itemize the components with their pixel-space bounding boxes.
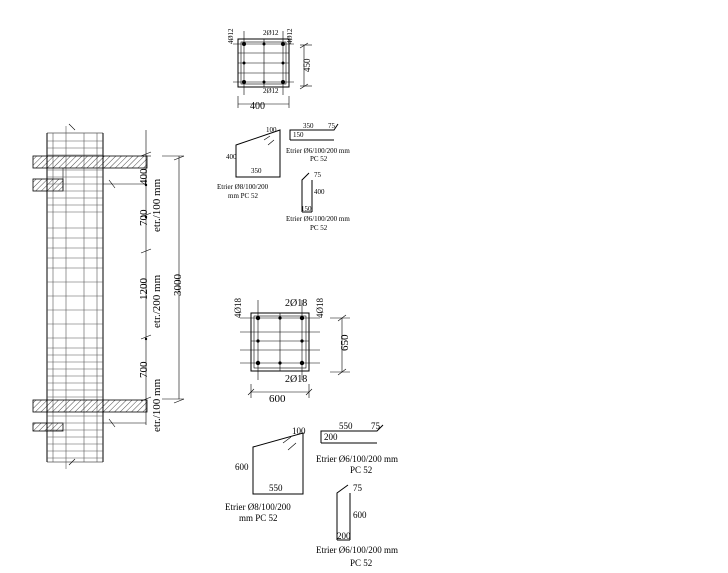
large-main-height: 600 (235, 462, 249, 472)
total-height-label: 3000 (172, 274, 184, 297)
large-main-caption-2: mm PC 52 (239, 513, 278, 523)
large-main-hook: 100 (292, 426, 306, 436)
large-side-left-label: 4Ø18 (233, 298, 243, 318)
large-horiz-caption-2: PC 52 (350, 465, 372, 475)
small-horiz-caption-1: Etrier Ø6/100/200 mm (286, 147, 350, 155)
small-height-dim: 450 (302, 58, 312, 72)
segment-label-1: 400 (138, 168, 150, 185)
large-vert-caption-2: PC 52 (350, 558, 372, 568)
large-horiz-caption-1: Etrier Ø6/100/200 mm (316, 454, 398, 464)
segment-label-3: 1200 (138, 278, 150, 301)
small-vert-hook: 75 (314, 171, 322, 179)
spacing-label-bottom: etr./100 mm (151, 378, 163, 432)
large-vert-hook: 75 (353, 483, 363, 493)
large-side-right-label: 4Ø18 (315, 298, 325, 318)
large-vert-caption-1: Etrier Ø6/100/200 mm (316, 545, 398, 555)
large-top-bars-label: 2Ø18 (285, 298, 307, 309)
beam-top (32, 155, 148, 192)
small-main-height: 400 (226, 153, 237, 161)
small-vert-caption-1: Etrier Ø6/100/200 mm (286, 215, 350, 223)
large-height-dim: 650 (339, 334, 351, 351)
small-vert-height: 400 (314, 188, 325, 196)
small-horiz-caption-2: PC 52 (310, 155, 328, 163)
section-large: 4Ø18 4Ø18 2Ø18 2Ø18 650 600 (233, 298, 351, 405)
small-vert-caption-2: PC 52 (310, 224, 328, 232)
small-top-bars-label: 2Ø12 (263, 29, 279, 37)
large-main-width: 550 (269, 483, 283, 493)
large-vert-height: 600 (353, 510, 367, 520)
small-side-right-label: 4Ø12 (286, 28, 294, 44)
small-horiz-width: 350 (303, 122, 314, 130)
large-main-caption-1: Etrier Ø8/100/200 (225, 502, 291, 512)
column-elevation (32, 123, 148, 469)
section-small: 4Ø12 4Ø12 2Ø12 2Ø12 450 400 (227, 28, 312, 112)
small-main-caption-2: mm PC 52 (228, 192, 258, 200)
spacing-label-mid: etr./200 mm (151, 274, 163, 328)
small-main-hook: 100 (266, 126, 277, 134)
beam-bottom (32, 399, 148, 432)
stirrups-large: 100 600 550 Etrier Ø8/100/200 mm PC 52 5… (225, 421, 398, 568)
small-horiz-hook: 75 (328, 122, 336, 130)
large-horiz-width: 550 (339, 421, 353, 431)
small-bottom-bars-label: 2Ø12 (263, 87, 279, 95)
column-stirrups (47, 140, 103, 459)
small-horiz-end: 150 (293, 131, 304, 139)
spacing-label-top: etr./100 mm (151, 178, 163, 232)
column-dimensions: 400 700 1200 700 etr./100 mm etr./200 mm… (138, 130, 185, 432)
large-bottom-bars-label: 2Ø18 (285, 374, 307, 385)
small-main-caption-1: Etrier Ø8/100/200 (217, 183, 269, 191)
large-width-dim: 600 (269, 393, 286, 405)
large-horiz-end: 200 (324, 432, 338, 442)
segment-label-4: 700 (138, 361, 150, 378)
small-vert-end: 150 (301, 205, 312, 213)
segment-label-2: 700 (138, 209, 150, 226)
small-side-left-label: 4Ø12 (227, 28, 235, 44)
small-main-width: 350 (251, 167, 262, 175)
small-width-dim: 400 (250, 101, 265, 112)
large-vert-end: 200 (337, 531, 351, 541)
stirrups-small: 100 400 350 Etrier Ø8/100/200 mm PC 52 3… (217, 122, 350, 232)
large-horiz-hook: 75 (371, 421, 381, 431)
